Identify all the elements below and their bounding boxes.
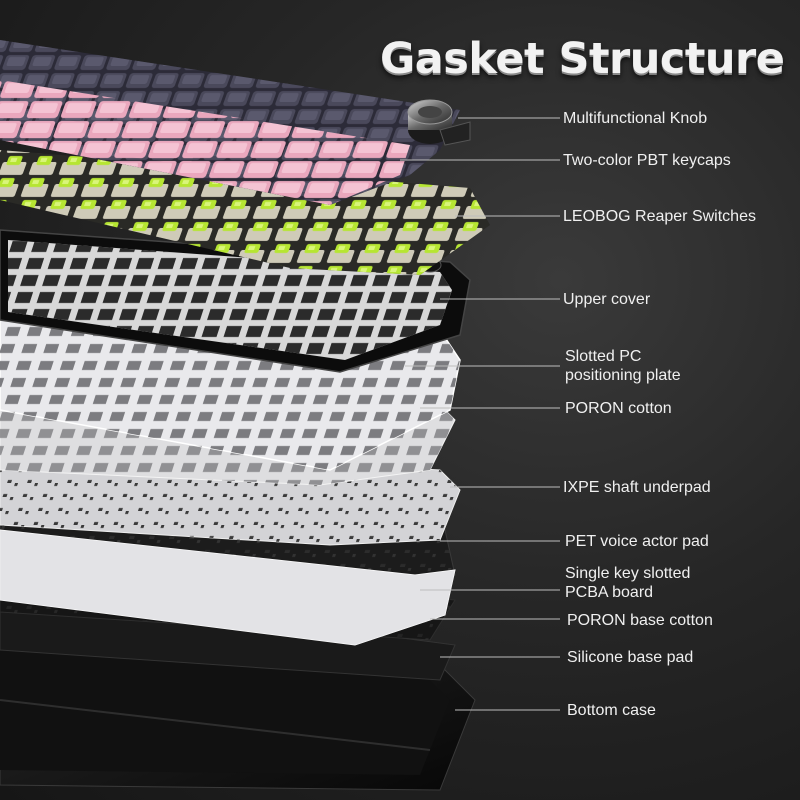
leader-lines <box>400 117 560 711</box>
label-poron-cotton: PORON cotton <box>565 400 672 417</box>
label-keycaps: Two-color PBT keycaps <box>563 152 731 169</box>
label-switches: LEOBOG Reaper Switches <box>563 208 756 225</box>
label-bottom-case: Bottom case <box>567 702 656 719</box>
label-silicone: Silicone base pad <box>567 649 694 666</box>
diagram-title: Gasket Structure <box>380 34 785 84</box>
label-pc-plate: Slotted PC positioning plate <box>565 348 681 384</box>
label-upper-cover: Upper cover <box>563 291 651 308</box>
label-ixpe: IXPE shaft underpad <box>563 479 711 496</box>
pet-pad-layer <box>0 529 456 646</box>
label-pet: PET voice actor pad <box>565 533 709 550</box>
keycaps-layer <box>0 40 460 205</box>
label-knob: Multifunctional Knob <box>563 110 708 127</box>
label-pcba: Single key slotted PCBA board <box>565 565 691 601</box>
label-poron-base: PORON base cotton <box>567 612 713 629</box>
knob-part <box>407 99 471 146</box>
